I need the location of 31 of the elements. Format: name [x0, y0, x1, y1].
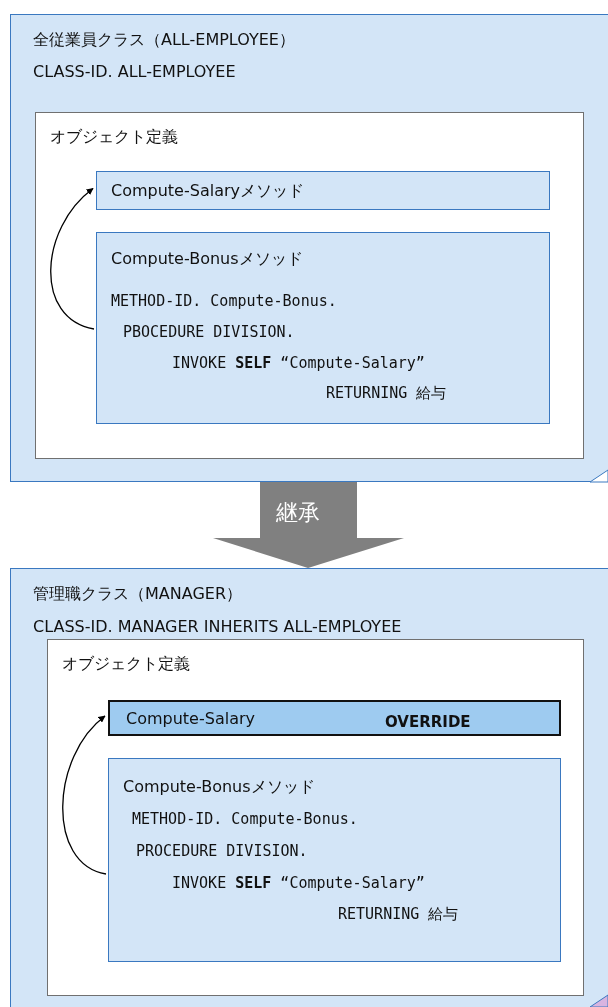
- call-arrow: [50, 187, 95, 330]
- class-box: [10, 568, 608, 1007]
- code-line: PROCEDURE DIVISION.: [136, 841, 308, 861]
- method-box: [108, 758, 561, 962]
- inheritance-arrow: [213, 482, 404, 568]
- method-name: Compute-Bonusメソッド: [111, 249, 303, 269]
- section-heading: オブジェクト定義: [62, 654, 190, 674]
- definition-panel: [47, 639, 584, 996]
- method-name: Compute-Bonusメソッド: [123, 777, 315, 797]
- code-line: INVOKE SELF “Compute-Salary”: [172, 873, 425, 893]
- code-line: RETURNING 給与: [326, 383, 447, 403]
- class-id-line: CLASS-ID. MANAGER INHERITS ALL-EMPLOYEE: [33, 617, 402, 637]
- section-heading: オブジェクト定義: [50, 127, 178, 147]
- method-name: Compute-Salaryメソッド: [111, 181, 304, 201]
- method-box: [108, 700, 561, 736]
- method-box: [96, 171, 550, 210]
- class-name: 管理職クラス（MANAGER）: [33, 584, 242, 604]
- class-name: 全従業員クラス（ALL-EMPLOYEE）: [33, 30, 295, 50]
- class-box: [10, 14, 608, 482]
- override-tag: OVERRIDE: [385, 712, 471, 732]
- call-arrow: [62, 715, 107, 875]
- code-line: RETURNING 給与: [338, 904, 459, 924]
- code-line: PBOCEDURE DIVISION.: [123, 322, 295, 342]
- method-name: Compute-Salary: [126, 709, 255, 729]
- code-line: METHOD-ID. Compute-Bonus.: [132, 809, 358, 829]
- definition-panel: [35, 112, 584, 459]
- class-id-line: CLASS-ID. ALL-EMPLOYEE: [33, 62, 236, 82]
- code-line: METHOD-ID. Compute-Bonus.: [111, 291, 337, 311]
- code-line: INVOKE SELF “Compute-Salary”: [172, 353, 425, 373]
- method-box: [96, 232, 550, 424]
- edge-label: 継承: [276, 500, 320, 526]
